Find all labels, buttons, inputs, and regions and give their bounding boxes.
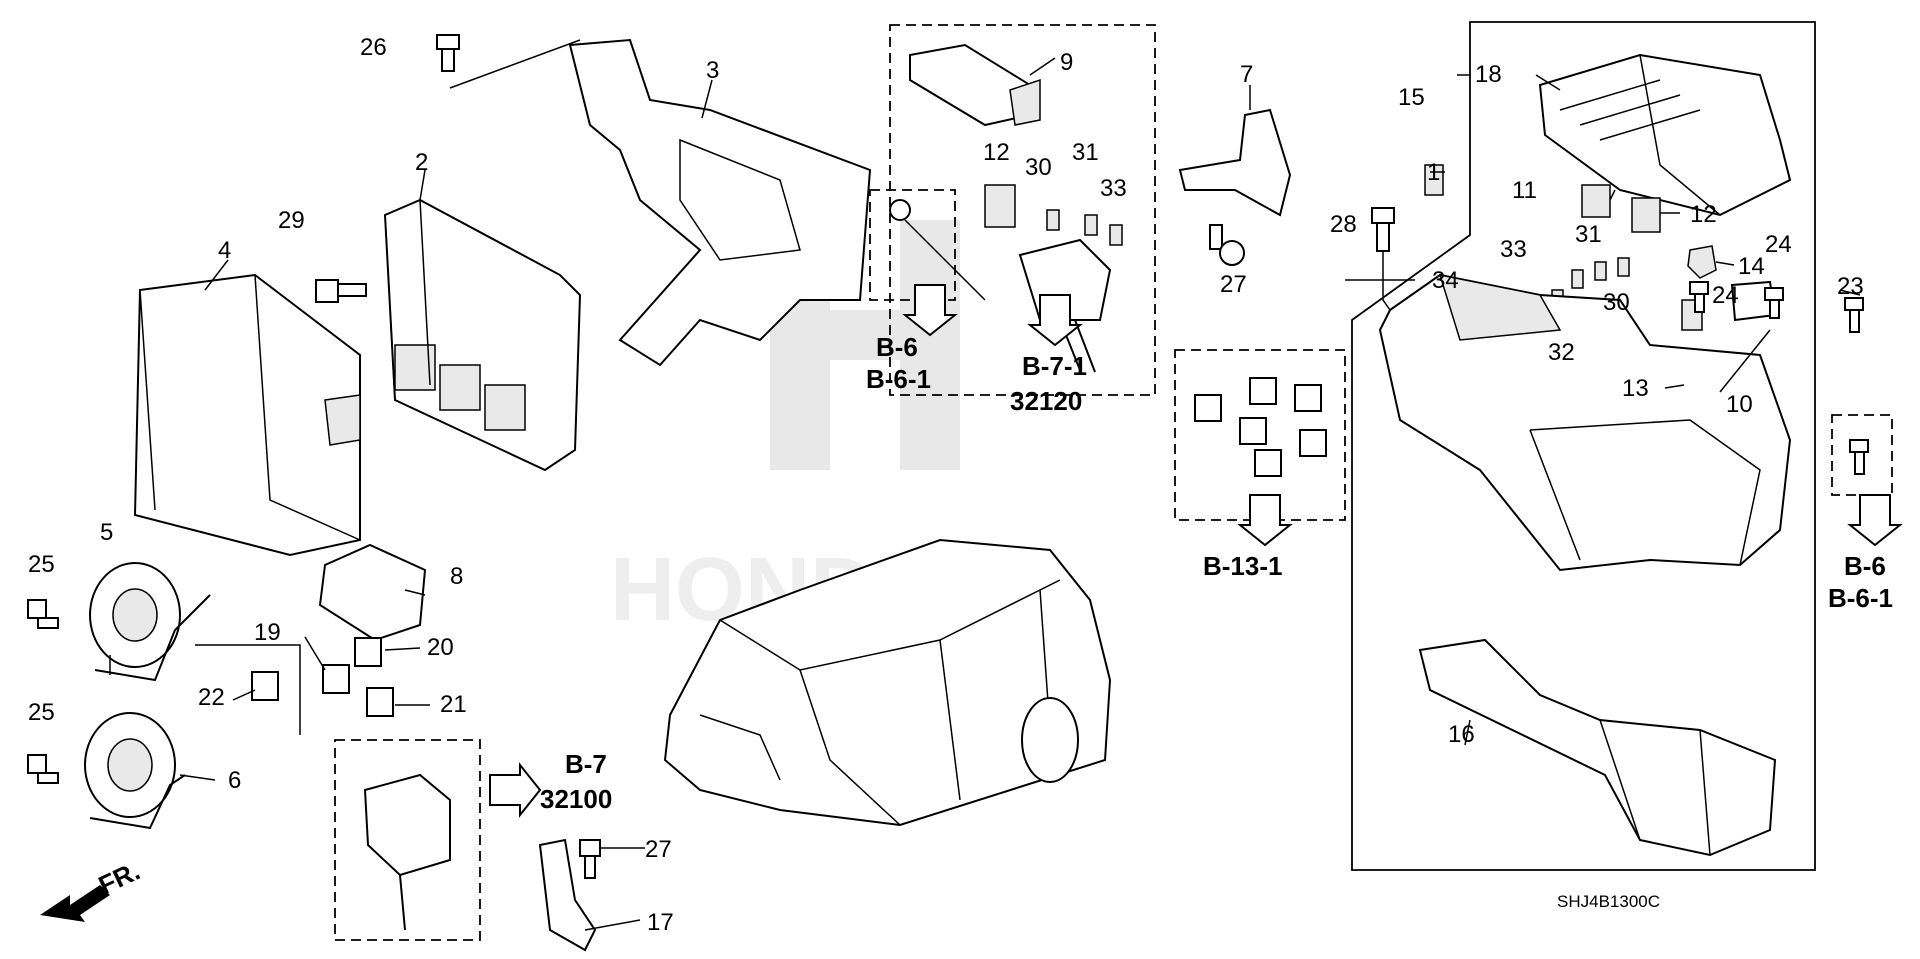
part-label-6: 6 bbox=[228, 767, 241, 794]
under-hood-fuse-box-frame bbox=[1351, 21, 1816, 871]
part-label-1: 1 bbox=[1427, 159, 1440, 186]
part-label-27-upper: 27 bbox=[1220, 271, 1247, 298]
part-label-26: 26 bbox=[360, 34, 387, 61]
part-label-3: 3 bbox=[706, 57, 719, 84]
part-label-28: 28 bbox=[1330, 211, 1357, 238]
part-label-12-center: 12 bbox=[983, 139, 1010, 166]
part-label-5: 5 bbox=[100, 519, 113, 546]
part-label-2: 2 bbox=[415, 149, 428, 176]
bolt-26 bbox=[436, 34, 581, 89]
part-label-31-right: 31 bbox=[1575, 221, 1602, 248]
bolt-27-lower bbox=[579, 839, 601, 879]
relay-connector bbox=[363, 773, 451, 931]
part-label-33-center: 33 bbox=[1100, 175, 1127, 202]
fuse-11-12-right bbox=[1581, 184, 1661, 233]
fuse-box-cover-18 bbox=[1538, 53, 1792, 217]
part-label-31-center: 31 bbox=[1072, 139, 1099, 166]
ref-arrow-b6-center bbox=[902, 284, 958, 337]
part-label-22: 22 bbox=[198, 684, 225, 711]
ref-label-b7: B-7 bbox=[565, 749, 607, 779]
ref-label-b6-right: B-6 bbox=[1844, 551, 1886, 581]
front-direction-indicator: FR. bbox=[40, 856, 145, 922]
ecm-unit bbox=[383, 198, 582, 472]
bracket-17 bbox=[538, 838, 597, 952]
part-label-8: 8 bbox=[450, 563, 463, 590]
leader-lines bbox=[109, 57, 1861, 931]
reference-labels: B-6 B-6-1 B-7-1 32120 B-13-1 B-6 B-6-1 B… bbox=[540, 332, 1893, 814]
part-label-18: 18 bbox=[1475, 61, 1502, 88]
part-label-21: 21 bbox=[440, 691, 467, 718]
ref-label-b71: B-7-1 bbox=[1022, 351, 1087, 381]
part-label-13: 13 bbox=[1622, 375, 1649, 402]
part-label-16: 16 bbox=[1448, 721, 1475, 748]
lower-cover-16 bbox=[1418, 638, 1777, 857]
ref-label-b131: B-13-1 bbox=[1203, 551, 1282, 581]
part-label-11: 11 bbox=[1512, 177, 1537, 204]
part-label-9: 9 bbox=[1060, 49, 1073, 76]
part-label-34: 34 bbox=[1432, 267, 1459, 294]
ref-label-b61-right: B-6-1 bbox=[1828, 583, 1893, 613]
part-number-labels: 1 2 3 4 5 6 7 8 9 10 11 12 12 13 14 15 1… bbox=[28, 34, 1864, 936]
part-label-30-right: 30 bbox=[1603, 289, 1630, 316]
bolt-29 bbox=[315, 279, 367, 303]
part-label-15: 15 bbox=[1398, 84, 1425, 111]
mini-fuses-center bbox=[1046, 209, 1123, 246]
reference-arrows bbox=[489, 284, 1903, 818]
part-label-7: 7 bbox=[1240, 61, 1253, 88]
ref-arrow-b71 bbox=[1027, 294, 1083, 347]
part-label-10: 10 bbox=[1726, 391, 1753, 418]
part-label-27-lower: 27 bbox=[645, 836, 672, 863]
part-label-32: 32 bbox=[1548, 339, 1575, 366]
part-label-29: 29 bbox=[278, 207, 305, 234]
fuse-panel-dashed-box bbox=[889, 24, 1156, 396]
ref-label-b61-center: B-6-1 bbox=[866, 364, 931, 394]
relay-group bbox=[1194, 377, 1327, 477]
relay-box-8 bbox=[318, 543, 427, 642]
part-label-33-right: 33 bbox=[1500, 236, 1527, 263]
part-label-25-lower: 25 bbox=[28, 699, 55, 726]
ref-arrow-b7 bbox=[489, 762, 542, 818]
vehicle-illustration bbox=[663, 538, 1112, 827]
bolts-24 bbox=[1689, 281, 1784, 319]
part-label-24-upper: 24 bbox=[1765, 231, 1792, 258]
connector-12-center bbox=[984, 184, 1112, 373]
part-label-12-right: 12 bbox=[1690, 201, 1717, 228]
ref-label-32120: 32120 bbox=[1010, 386, 1082, 416]
fuse-puller-14 bbox=[1687, 245, 1717, 279]
part-label-17: 17 bbox=[647, 909, 674, 936]
part-label-14: 14 bbox=[1738, 253, 1765, 280]
bolt-27-upper bbox=[1209, 224, 1245, 266]
part-label-4: 4 bbox=[218, 237, 231, 264]
bolt-28 bbox=[1371, 207, 1395, 311]
bracket-7 bbox=[1178, 108, 1292, 217]
ref-label-32100: 32100 bbox=[540, 784, 612, 814]
part-label-24-lower: 24 bbox=[1712, 282, 1739, 309]
ecm-cover bbox=[133, 273, 361, 557]
part-label-30-center: 30 bbox=[1025, 154, 1052, 181]
ref-arrow-b6-right bbox=[1847, 494, 1903, 547]
horn-6 bbox=[84, 712, 186, 830]
under-hood-fuse-box bbox=[1378, 273, 1792, 572]
part-label-23: 23 bbox=[1837, 273, 1864, 300]
relay-connector-dashed-box bbox=[334, 739, 481, 941]
ecm-bracket bbox=[568, 38, 872, 367]
bolts-25 bbox=[27, 599, 59, 784]
ref-label-b6-center: B-6 bbox=[876, 332, 918, 362]
front-arrow-icon bbox=[40, 885, 110, 922]
bolt-center-small bbox=[889, 199, 986, 301]
part-label-25-upper: 25 bbox=[28, 551, 55, 578]
bolt-23 bbox=[1844, 297, 1869, 475]
diagram-code: SHJ4B1300C bbox=[1557, 892, 1660, 911]
part-label-20: 20 bbox=[427, 634, 454, 661]
fuse-cover-9 bbox=[909, 43, 1041, 127]
relays-19-22 bbox=[251, 637, 394, 717]
ref-arrow-b131 bbox=[1237, 494, 1293, 547]
part-label-19: 19 bbox=[254, 619, 281, 646]
horn-5 bbox=[89, 562, 211, 682]
